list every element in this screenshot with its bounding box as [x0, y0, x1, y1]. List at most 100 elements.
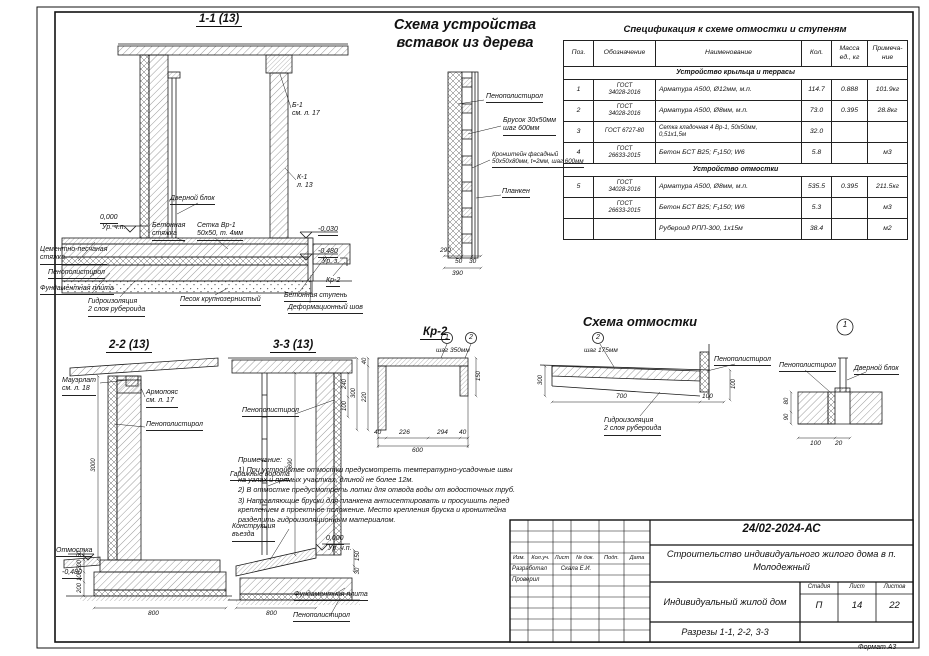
role-razrabotal: Разработал: [512, 566, 547, 572]
foundation-slab-label: Фундаментная плита: [40, 285, 114, 296]
door-block-label: Дверной блок: [170, 195, 215, 206]
cell-note: 211.5кг: [867, 176, 908, 198]
cell-qty: 73.0: [801, 100, 832, 122]
spacing-175-label: шаг 175мм: [584, 347, 618, 354]
kr2-ref-label: Кр-2: [326, 277, 341, 288]
cell-name: Бетон БСТ В25; F₁150; W6: [655, 197, 802, 219]
cell-qty: 535.5: [801, 176, 832, 198]
otmostka-drawing: [539, 332, 711, 400]
dim-290: 290: [440, 247, 451, 254]
dim-50: 50: [455, 258, 463, 265]
section-1-1-drawing: [61, 43, 352, 294]
doc-number: 24/02-2024-АС: [742, 523, 821, 535]
mesh-label: Сетка Вр-1 50х50, т. 4мм: [197, 222, 244, 241]
dim-220: 220: [362, 392, 368, 403]
notes-block: Примечание: 1) При устройстве отмостки п…: [238, 455, 520, 525]
entry-structure-label: Конструкция въезда: [232, 523, 276, 542]
otmostka-dims: [543, 343, 736, 417]
cell-name: Арматура А500, Ø12мм, м.п.: [655, 79, 802, 101]
cell-pos: 2: [563, 100, 594, 122]
otmostka-title: Схема отмостки: [582, 314, 698, 329]
elevation-0000-sub-label: Ур. ч.п.: [102, 224, 126, 231]
col-mass: Масса ед., кг: [831, 40, 868, 67]
dim-294: 294: [437, 429, 448, 436]
dim-800: 800: [148, 610, 159, 617]
waterproofing-label: Гидроизоляция 2 слоя рубероида: [604, 417, 662, 436]
dim-390: 390: [452, 270, 463, 277]
role-proveril: Проверил: [512, 577, 540, 583]
col-name: Наименование: [655, 40, 802, 67]
cell-qty: 38.4: [801, 218, 832, 240]
note-item: 3) Направляющие бруски для планкена анти…: [238, 495, 510, 524]
note-item: 1) При устройстве отмостки предусмотреть…: [238, 465, 513, 484]
format-label: Формат А3: [858, 644, 897, 651]
cell-name: Арматура А500, Ø8мм, м.п.: [655, 100, 802, 122]
concrete-screed-label: Бетонная стяжка: [152, 222, 186, 241]
cell-mass: [831, 197, 868, 219]
sheet-value: 14: [851, 600, 863, 611]
polystyrene-label: Пенополистирол: [48, 269, 105, 280]
note-item: 2) В отмостке предусмотреть лотки для от…: [238, 485, 515, 495]
polystyrene-label: Пенополистирол: [486, 93, 543, 104]
mauerlat-label: Мауэрлат см. л. 18: [62, 377, 97, 396]
col-data: Дата: [629, 555, 645, 561]
beam-b1-label: Б-1 см. л. 17: [292, 102, 320, 118]
dim-3000: 3000: [91, 458, 97, 472]
kr2-drawing: [377, 332, 477, 431]
waterproofing-label: Гидроизоляция 2 слоя рубероида: [88, 298, 146, 317]
cell-mass: [831, 121, 868, 143]
cell-pos: 5: [563, 176, 594, 198]
dim-40: 40: [459, 429, 467, 436]
dim-100: 100: [702, 393, 713, 400]
dim-300: 300: [538, 375, 544, 386]
elevation-0480-label: -0,480: [62, 569, 82, 580]
wood-scheme-leaders: [442, 99, 502, 270]
kr2-title: Кр-2: [420, 326, 451, 340]
sand-label: Песок крупнозернистый: [180, 296, 261, 307]
sheet-frame: [36, 6, 920, 649]
armopoyas-label: Армопояс см. л. 17: [146, 389, 179, 408]
polystyrene-label: Пенополистирол: [293, 612, 350, 623]
batten-label: Брусок 30х50мм шаг 600мм: [503, 117, 557, 136]
col-ref: Обозначение: [593, 40, 656, 67]
col-koluch: Кол.уч.: [531, 555, 550, 561]
cell-pos: 3: [563, 121, 594, 143]
cell-mass: 0.888: [831, 79, 868, 101]
group-title: Устройство крыльца и террасы: [563, 66, 908, 80]
notes-title: Примечание:: [238, 455, 283, 464]
section-1-1-title: 1-1 (13): [196, 13, 243, 27]
cell-qty: 32.0: [801, 121, 832, 143]
cell-note: м3: [867, 142, 908, 164]
cell-note: 101.9кг: [867, 79, 908, 101]
cell-qty: 5.8: [801, 142, 832, 164]
door-block-label: Дверной блок: [854, 365, 899, 376]
detail-1-dims: [789, 369, 867, 440]
cell-pos: [563, 197, 594, 219]
cell-ref: ГОСТ 26633-2015: [593, 197, 656, 219]
wood-scheme-title: Схема устройства вставок из дерева: [393, 17, 537, 52]
dim-700: 700: [616, 393, 627, 400]
razrabotal-name: Скала Е.И.: [560, 566, 592, 572]
wood-scheme-drawing: [447, 71, 479, 259]
dim-30: 30: [355, 567, 361, 575]
cell-note: м2: [867, 218, 908, 240]
col-ndok: № док.: [575, 555, 594, 561]
spec-header-row: Поз. Обозначение Наименование Кол. Масса…: [563, 40, 908, 67]
elevation-0000-label: 0,000: [100, 214, 118, 225]
col-note: Примеча- ние: [867, 40, 908, 67]
cell-note: 28.8кг: [867, 100, 908, 122]
col-podp: Подп.: [604, 555, 619, 561]
callout-1: 1: [445, 334, 449, 341]
dim-240: 240: [342, 379, 348, 390]
object-name: Индивидуальный жилой дом: [663, 597, 787, 607]
col-pos: Поз.: [563, 40, 594, 67]
planken-label: Планкен: [502, 188, 530, 199]
cell-qty: 114.7: [801, 79, 832, 101]
dim-100: 100: [810, 440, 821, 447]
